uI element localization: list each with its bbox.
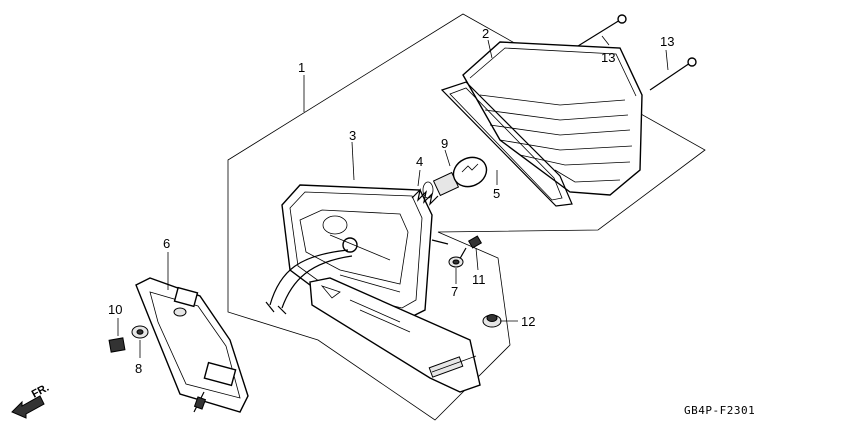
callout-13-upper: 13 bbox=[601, 50, 615, 65]
callout-9: 9 bbox=[441, 136, 448, 151]
callout-5: 5 bbox=[493, 186, 500, 201]
wire-leads bbox=[265, 249, 353, 315]
callout-7: 7 bbox=[451, 284, 458, 299]
callout-1: 1 bbox=[298, 60, 305, 75]
lens-gasket bbox=[440, 81, 573, 207]
callout-12: 12 bbox=[521, 314, 535, 329]
leader-lines bbox=[117, 35, 669, 358]
callout-13-right: 13 bbox=[660, 34, 674, 49]
bolt-10 bbox=[108, 337, 126, 353]
callout-4: 4 bbox=[416, 154, 423, 169]
license-bracket bbox=[309, 277, 481, 393]
callout-6: 6 bbox=[163, 236, 170, 251]
callout-10: 10 bbox=[108, 302, 122, 317]
bulb bbox=[432, 156, 488, 197]
screw-13-upper bbox=[577, 14, 627, 47]
direction-label: FR. bbox=[30, 382, 51, 401]
tail-lens bbox=[462, 41, 643, 196]
drawing-code: GB4P-F2301 bbox=[684, 404, 755, 417]
callout-2: 2 bbox=[482, 26, 489, 41]
license-plate-base bbox=[135, 277, 249, 413]
collar-7 bbox=[448, 256, 464, 268]
callout-8: 8 bbox=[135, 361, 142, 376]
collar-8 bbox=[131, 325, 149, 339]
bolt-12 bbox=[482, 314, 502, 328]
screw-13-right bbox=[649, 57, 697, 91]
callout-11: 11 bbox=[472, 272, 486, 287]
bulb-spring bbox=[411, 181, 439, 206]
callout-3: 3 bbox=[349, 128, 356, 143]
front-direction-arrow: FR. bbox=[11, 382, 51, 419]
